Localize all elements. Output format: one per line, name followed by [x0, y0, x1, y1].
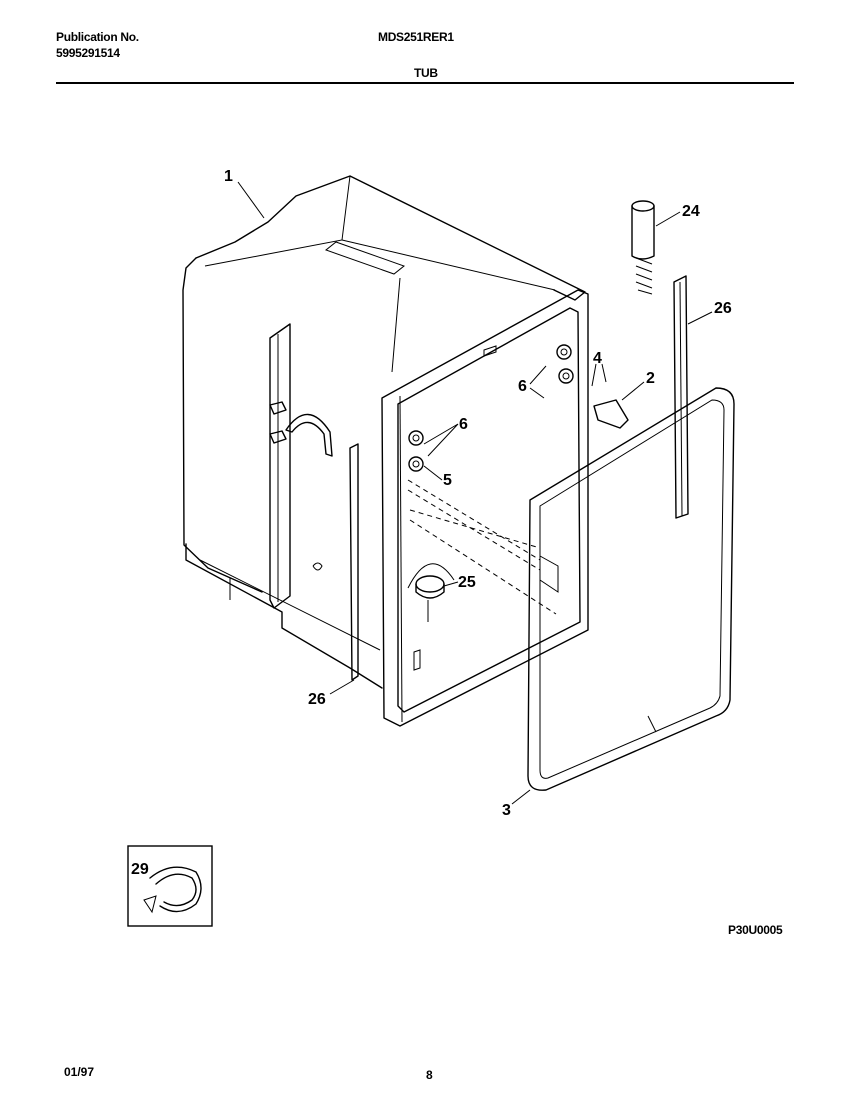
callout-1: 1: [224, 168, 233, 185]
callout-29: 29: [131, 861, 149, 878]
left-strip: [349, 443, 359, 681]
callout-26-left: 26: [308, 691, 326, 708]
callout-6-left: 6: [459, 416, 468, 433]
callout-6-right: 6: [518, 378, 527, 395]
publication-label: Publication No.: [56, 30, 139, 44]
bracket: [593, 399, 629, 429]
door-gasket: [527, 387, 735, 791]
right-strip: [673, 275, 689, 519]
callout-24: 24: [682, 203, 700, 220]
spring: [631, 200, 655, 295]
page-number: 8: [426, 1068, 433, 1082]
callout-3: 3: [502, 802, 511, 819]
model-number: MDS251RER1: [378, 30, 454, 44]
footer-date: 01/97: [64, 1065, 95, 1079]
callout-26-right: 26: [714, 300, 732, 317]
drawing-code: P30U0005: [728, 923, 783, 937]
leader-lines: [237, 181, 713, 805]
callout-2: 2: [646, 370, 655, 387]
callout-4: 4: [593, 350, 602, 367]
callout-25: 25: [458, 574, 476, 591]
clamp-detail-box: [127, 845, 213, 927]
tub-body: [182, 175, 589, 727]
callout-5: 5: [443, 472, 452, 489]
publication-number: 5995291514: [56, 46, 120, 60]
section-title: TUB: [414, 66, 438, 80]
header-rule: [56, 82, 794, 84]
